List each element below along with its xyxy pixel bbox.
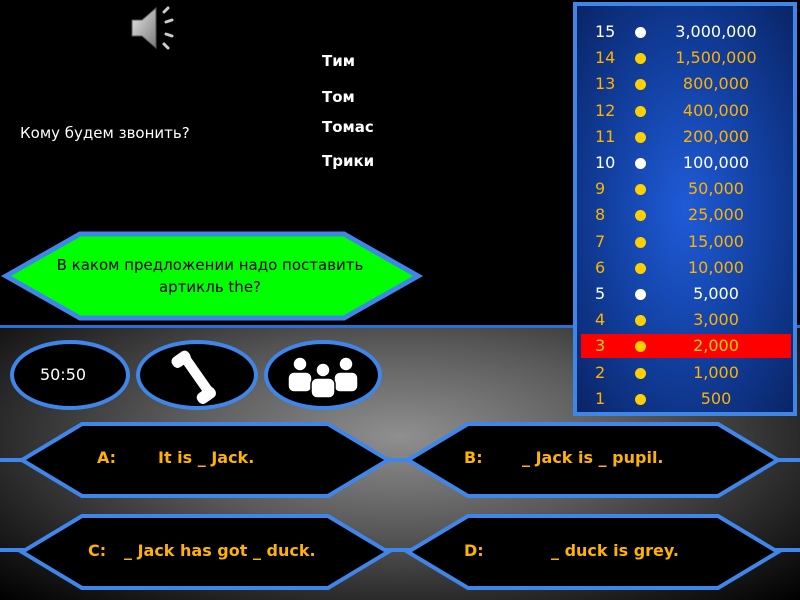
- ladder-level: 4: [595, 310, 606, 330]
- ladder-level: 1: [595, 388, 606, 408]
- answer-a-letter: A:: [97, 448, 117, 467]
- ladder-amount: 25,000: [688, 205, 744, 225]
- ladder-row-10: 10 100,000: [581, 151, 791, 175]
- ladder-dot-icon: [635, 289, 646, 300]
- ladder-level: 15: [595, 22, 616, 41]
- ladder-row-14: 14 1,500,000: [581, 46, 791, 70]
- ladder-dot-icon: [635, 105, 646, 117]
- friend-option[interactable]: Тим: [322, 52, 356, 70]
- ladder-level: 11: [595, 126, 616, 146]
- ladder-row-5: 5 5,000: [581, 282, 791, 306]
- ladder-level: 3: [595, 336, 606, 356]
- answer-c-letter: C:: [88, 541, 107, 560]
- speaker-icon[interactable]: [128, 4, 184, 52]
- call-prompt: Кому будем звонить?: [20, 124, 190, 142]
- answer-a-button[interactable]: [18, 420, 392, 500]
- answer-d-text: _ duck is grey.: [551, 541, 679, 560]
- phone-icon: [171, 350, 217, 405]
- ladder-level: 14: [595, 48, 616, 68]
- ladder-amount: 3,000,000: [675, 22, 757, 41]
- ladder-amount: 5,000: [693, 284, 739, 303]
- answer-d-button[interactable]: [404, 512, 782, 592]
- ladder-amount: 3,000: [693, 310, 739, 330]
- ladder-amount: 100,000: [682, 153, 750, 172]
- ladder-row-9: 9 50,000: [581, 177, 791, 201]
- phone-a-friend-lifeline[interactable]: [136, 340, 258, 410]
- answer-c-text: _ Jack has got _ duck.: [124, 541, 316, 560]
- answer-a-text: It is _ Jack.: [158, 448, 255, 467]
- ladder-level: 8: [595, 205, 606, 225]
- answer-d-letter: D:: [464, 541, 484, 560]
- ladder-level: 5: [595, 284, 606, 303]
- ladder-dot-icon: [635, 131, 646, 143]
- ladder-row-3: 3 2,000: [581, 334, 791, 359]
- ladder-row-2: 2 1,000: [581, 361, 791, 385]
- ladder-level: 7: [595, 231, 606, 251]
- ladder-row-11: 11 200,000: [581, 125, 791, 149]
- ladder-level: 13: [595, 74, 616, 94]
- ladder-amount: 400,000: [682, 100, 750, 120]
- ladder-dot-icon: [635, 341, 646, 353]
- ladder-dot-icon: [635, 53, 646, 65]
- ladder-row-15: 15 3,000,000: [581, 20, 791, 44]
- ladder-row-8: 8 25,000: [581, 203, 791, 227]
- question-text: В каком предложении надо поставить артик…: [56, 256, 364, 296]
- ladder-row-12: 12 400,000: [581, 99, 791, 123]
- ladder-level: 6: [595, 257, 606, 277]
- fifty-fifty-lifeline[interactable]: [10, 340, 130, 410]
- ladder-dot-icon: [635, 367, 646, 379]
- fifty-fifty-label: 50:50: [39, 365, 87, 384]
- audience-icon: [287, 356, 359, 399]
- ladder-amount: 2,000: [693, 336, 739, 356]
- ladder-row-4: 4 3,000: [581, 308, 791, 332]
- ask-audience-lifeline[interactable]: [264, 340, 382, 410]
- ladder-row-13: 13 800,000: [581, 72, 791, 96]
- friend-option[interactable]: Том: [322, 88, 355, 106]
- friend-option[interactable]: Томас: [322, 118, 374, 136]
- ladder-amount: 10,000: [688, 257, 744, 277]
- ladder-amount: 15,000: [688, 231, 744, 251]
- ladder-amount: 50,000: [688, 179, 744, 199]
- ladder-dot-icon: [635, 393, 646, 405]
- ladder-level: 9: [595, 179, 606, 199]
- ladder-dot-icon: [635, 236, 646, 248]
- ladder-row-6: 6 10,000: [581, 256, 791, 280]
- ladder-amount: 800,000: [682, 74, 750, 94]
- ladder-dot-icon: [635, 262, 646, 274]
- ladder-level: 12: [595, 100, 616, 120]
- ladder-dot-icon: [635, 27, 646, 38]
- ladder-row-7: 7 15,000: [581, 230, 791, 254]
- ladder-amount: 200,000: [682, 126, 750, 146]
- ladder-amount: 500: [700, 388, 732, 408]
- ladder-dot-icon: [635, 315, 646, 327]
- answer-b-button[interactable]: [404, 420, 782, 500]
- ladder-level: 10: [595, 153, 616, 172]
- ladder-dot-icon: [635, 184, 646, 196]
- friend-option[interactable]: Трики: [322, 152, 375, 170]
- answer-b-text: _ Jack is _ pupil.: [522, 448, 664, 467]
- answer-b-letter: B:: [464, 448, 483, 467]
- ladder-dot-icon: [635, 79, 646, 91]
- ladder-amount: 1,500,000: [675, 48, 757, 68]
- question-box: [0, 231, 424, 321]
- answer-c-button[interactable]: [18, 512, 392, 592]
- ladder-level: 2: [595, 362, 606, 382]
- ladder-dot-icon: [635, 210, 646, 222]
- ladder-amount: 1,000: [693, 362, 739, 382]
- ladder-dot-icon: [635, 158, 646, 169]
